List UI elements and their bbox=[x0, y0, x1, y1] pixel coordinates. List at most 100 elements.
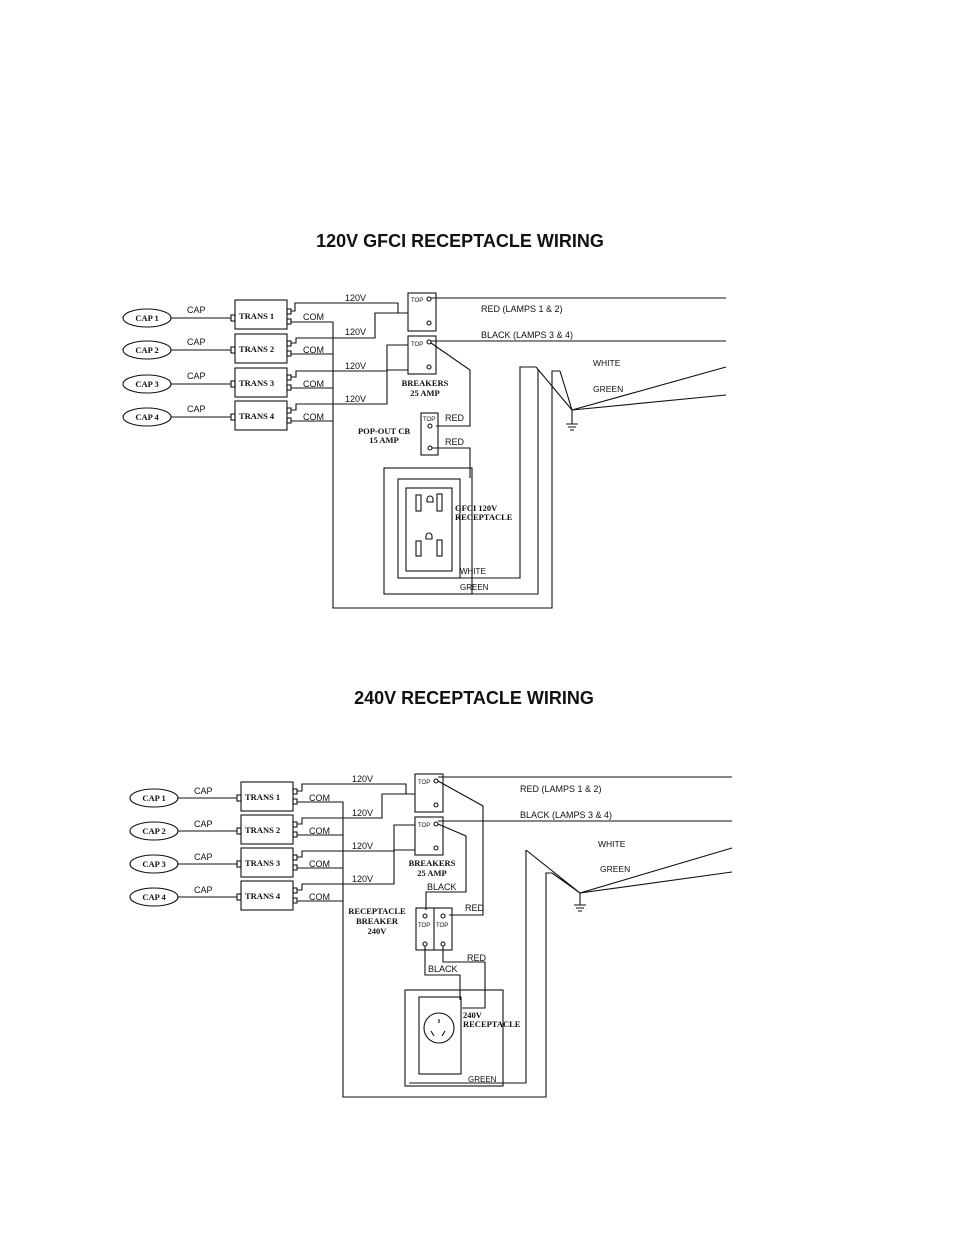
top-label: TOP bbox=[418, 780, 430, 786]
green-wire-label: GREEN bbox=[460, 583, 489, 592]
transformer-2: TRANS 2 bbox=[236, 814, 298, 845]
cap-label: CAP 1 bbox=[142, 793, 165, 803]
white-wire-label: WHITE bbox=[598, 839, 626, 849]
transformer-label: TRANS 3 bbox=[239, 378, 274, 388]
breakers-label: BREAKERS bbox=[409, 858, 456, 868]
white-wire-label: WHITE bbox=[593, 358, 621, 368]
volt-label: 120V bbox=[345, 361, 366, 371]
com-label: COM bbox=[303, 412, 324, 422]
white-wire-label: WHITE bbox=[460, 567, 486, 576]
black-wire-label: BLACK bbox=[427, 882, 457, 892]
cap-wire-label: CAP bbox=[194, 819, 213, 829]
volt-label: 120V bbox=[345, 327, 366, 337]
cap-label: CAP 2 bbox=[142, 826, 165, 836]
transformer-3: TRANS 3 bbox=[236, 847, 298, 878]
com-label: COM bbox=[303, 345, 324, 355]
breakers-label: 25 AMP bbox=[417, 868, 447, 878]
cap-wire-label: CAP bbox=[194, 885, 213, 895]
top-label: TOP bbox=[411, 342, 423, 348]
red-wire-label: RED bbox=[445, 437, 465, 447]
popout-label: POP-OUT CB bbox=[358, 426, 410, 436]
cap-2: CAP 2 bbox=[122, 340, 172, 360]
cap-2: CAP 2 bbox=[129, 821, 179, 841]
cap-label: CAP 3 bbox=[142, 859, 165, 869]
cap-wire-label: CAP bbox=[187, 404, 206, 414]
diagram-title-120v: 120V GFCI RECEPTACLE WIRING bbox=[316, 231, 604, 251]
cap-4: CAP 4 bbox=[122, 407, 172, 427]
popout-breaker: TOP bbox=[420, 412, 439, 456]
black-wire-label: BLACK bbox=[428, 964, 458, 974]
black-wire-label: BLACK (LAMPS 3 & 4) bbox=[520, 810, 612, 820]
diagram-title-240v: 240V RECEPTACLE WIRING bbox=[354, 688, 594, 708]
receptacle-breaker: TOP TOP bbox=[415, 907, 453, 951]
breaker-2: TOP bbox=[407, 335, 437, 375]
receptacle-breaker-label: 240V bbox=[368, 926, 388, 936]
diagram-240v: CAP 1 CAP 2 CAP 3 CAP 4 CAP CAP CAP CAP … bbox=[129, 773, 733, 1098]
cap-3: CAP 3 bbox=[129, 854, 179, 874]
cap-1: CAP 1 bbox=[122, 308, 172, 328]
cap-1: CAP 1 bbox=[129, 788, 179, 808]
volt-label: 120V bbox=[345, 394, 366, 404]
receptacle-label: 240V bbox=[463, 1010, 483, 1020]
red-wire-label: RED (LAMPS 1 & 2) bbox=[481, 304, 563, 314]
diagram-120v: CAP 1 CAP 2 CAP 3 CAP 4 CAP CAP CAP CAP … bbox=[122, 292, 727, 609]
receptacle-breaker-label: RECEPTACLE bbox=[348, 906, 406, 916]
receptacle-breaker-label: BREAKER bbox=[356, 916, 399, 926]
green-wire-label: GREEN bbox=[468, 1075, 497, 1084]
com-label: COM bbox=[309, 859, 330, 869]
240v-receptacle bbox=[404, 989, 504, 1087]
transformer-1: TRANS 1 bbox=[236, 781, 298, 812]
cap-label: CAP 4 bbox=[135, 412, 159, 422]
green-wire-label: GREEN bbox=[593, 384, 623, 394]
top-label: TOP bbox=[436, 923, 448, 929]
cap-wire-label: CAP bbox=[194, 852, 213, 862]
green-wire-label: GREEN bbox=[600, 864, 630, 874]
volt-label: 120V bbox=[352, 841, 373, 851]
transformer-label: TRANS 1 bbox=[239, 311, 274, 321]
transformer-3: TRANS 3 bbox=[230, 367, 292, 398]
top-label: TOP bbox=[411, 298, 423, 304]
top-label: TOP bbox=[418, 923, 430, 929]
cap-wire-label: CAP bbox=[187, 371, 206, 381]
cap-label: CAP 3 bbox=[135, 379, 158, 389]
transformer-label: TRANS 4 bbox=[245, 891, 281, 901]
com-label: COM bbox=[309, 793, 330, 803]
gfci-receptacle bbox=[383, 467, 473, 595]
receptacle-label: GFCI 120V bbox=[455, 503, 498, 513]
black-wire-label: BLACK (LAMPS 3 & 4) bbox=[481, 330, 573, 340]
cap-3: CAP 3 bbox=[122, 374, 172, 394]
transformer-4: TRANS 4 bbox=[230, 400, 292, 431]
volt-label: 120V bbox=[352, 774, 373, 784]
red-wire-label: RED (LAMPS 1 & 2) bbox=[520, 784, 602, 794]
red-wire-label: RED bbox=[467, 953, 487, 963]
red-wire-label: RED bbox=[465, 903, 485, 913]
volt-label: 120V bbox=[345, 293, 366, 303]
cap-label: CAP 4 bbox=[142, 892, 166, 902]
transformer-label: TRANS 2 bbox=[239, 344, 274, 354]
popout-label: 15 AMP bbox=[369, 435, 399, 445]
receptacle-label: RECEPTACLE bbox=[455, 512, 513, 522]
cap-4: CAP 4 bbox=[129, 887, 179, 907]
red-wire-label: RED bbox=[445, 413, 465, 423]
transformer-label: TRANS 4 bbox=[239, 411, 275, 421]
top-label: TOP bbox=[418, 823, 430, 829]
transformer-4: TRANS 4 bbox=[236, 880, 298, 911]
cap-wire-label: CAP bbox=[194, 786, 213, 796]
cap-label: CAP 1 bbox=[135, 313, 158, 323]
transformer-2: TRANS 2 bbox=[230, 333, 292, 364]
cap-wire-label: CAP bbox=[187, 337, 206, 347]
breakers-label: BREAKERS bbox=[402, 378, 449, 388]
com-label: COM bbox=[303, 312, 324, 322]
breaker-1: TOP bbox=[414, 773, 444, 813]
cap-wire-label: CAP bbox=[187, 305, 206, 315]
volt-label: 120V bbox=[352, 808, 373, 818]
com-label: COM bbox=[309, 826, 330, 836]
top-label: TOP bbox=[423, 417, 435, 423]
breakers-label: 25 AMP bbox=[410, 388, 440, 398]
com-label: COM bbox=[303, 379, 324, 389]
breaker-2: TOP bbox=[414, 816, 444, 856]
transformer-label: TRANS 3 bbox=[245, 858, 280, 868]
breaker-1: TOP bbox=[407, 292, 437, 332]
com-label: COM bbox=[309, 892, 330, 902]
